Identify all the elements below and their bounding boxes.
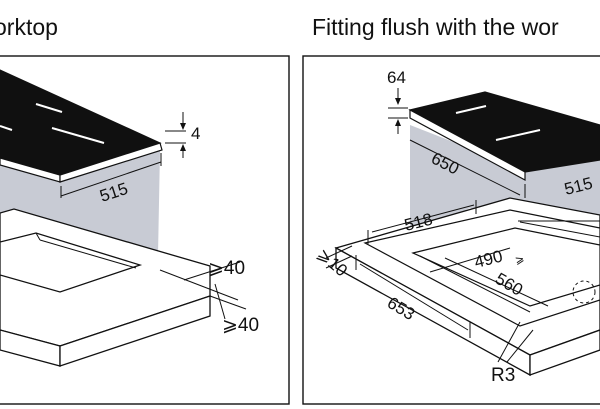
radius-label: R3 [491,365,515,386]
left-panel-title: orktop [0,14,58,40]
left-cutout [0,232,143,293]
dim-cutout-ge-label: ⩾ [514,253,526,267]
dim-top-label: 64 [387,68,406,87]
right-hob-zone-2 [495,129,541,141]
left-hob-zone-2 [51,127,105,144]
right-hob-zone-1 [455,105,487,114]
right-panel-title: Fitting flush with the wor [312,14,559,40]
detail-circle [572,280,596,304]
right-panel-frame [302,55,600,405]
dim-clear-top-label: ⩾40 [208,258,245,279]
left-hob-edge-side [59,142,163,183]
left-hob-zone-3 [0,125,13,131]
left-hob-zone-1 [35,103,63,113]
left-worktop-side [59,295,211,367]
right-hob-edge [409,108,526,182]
right-worktop-side [529,329,600,376]
right-cutout [411,227,600,307]
dim-clear-bottom-label: ⩾40 [222,315,259,336]
dim-thickness-label: 4 [191,124,200,143]
left-panel-frame [0,55,290,405]
